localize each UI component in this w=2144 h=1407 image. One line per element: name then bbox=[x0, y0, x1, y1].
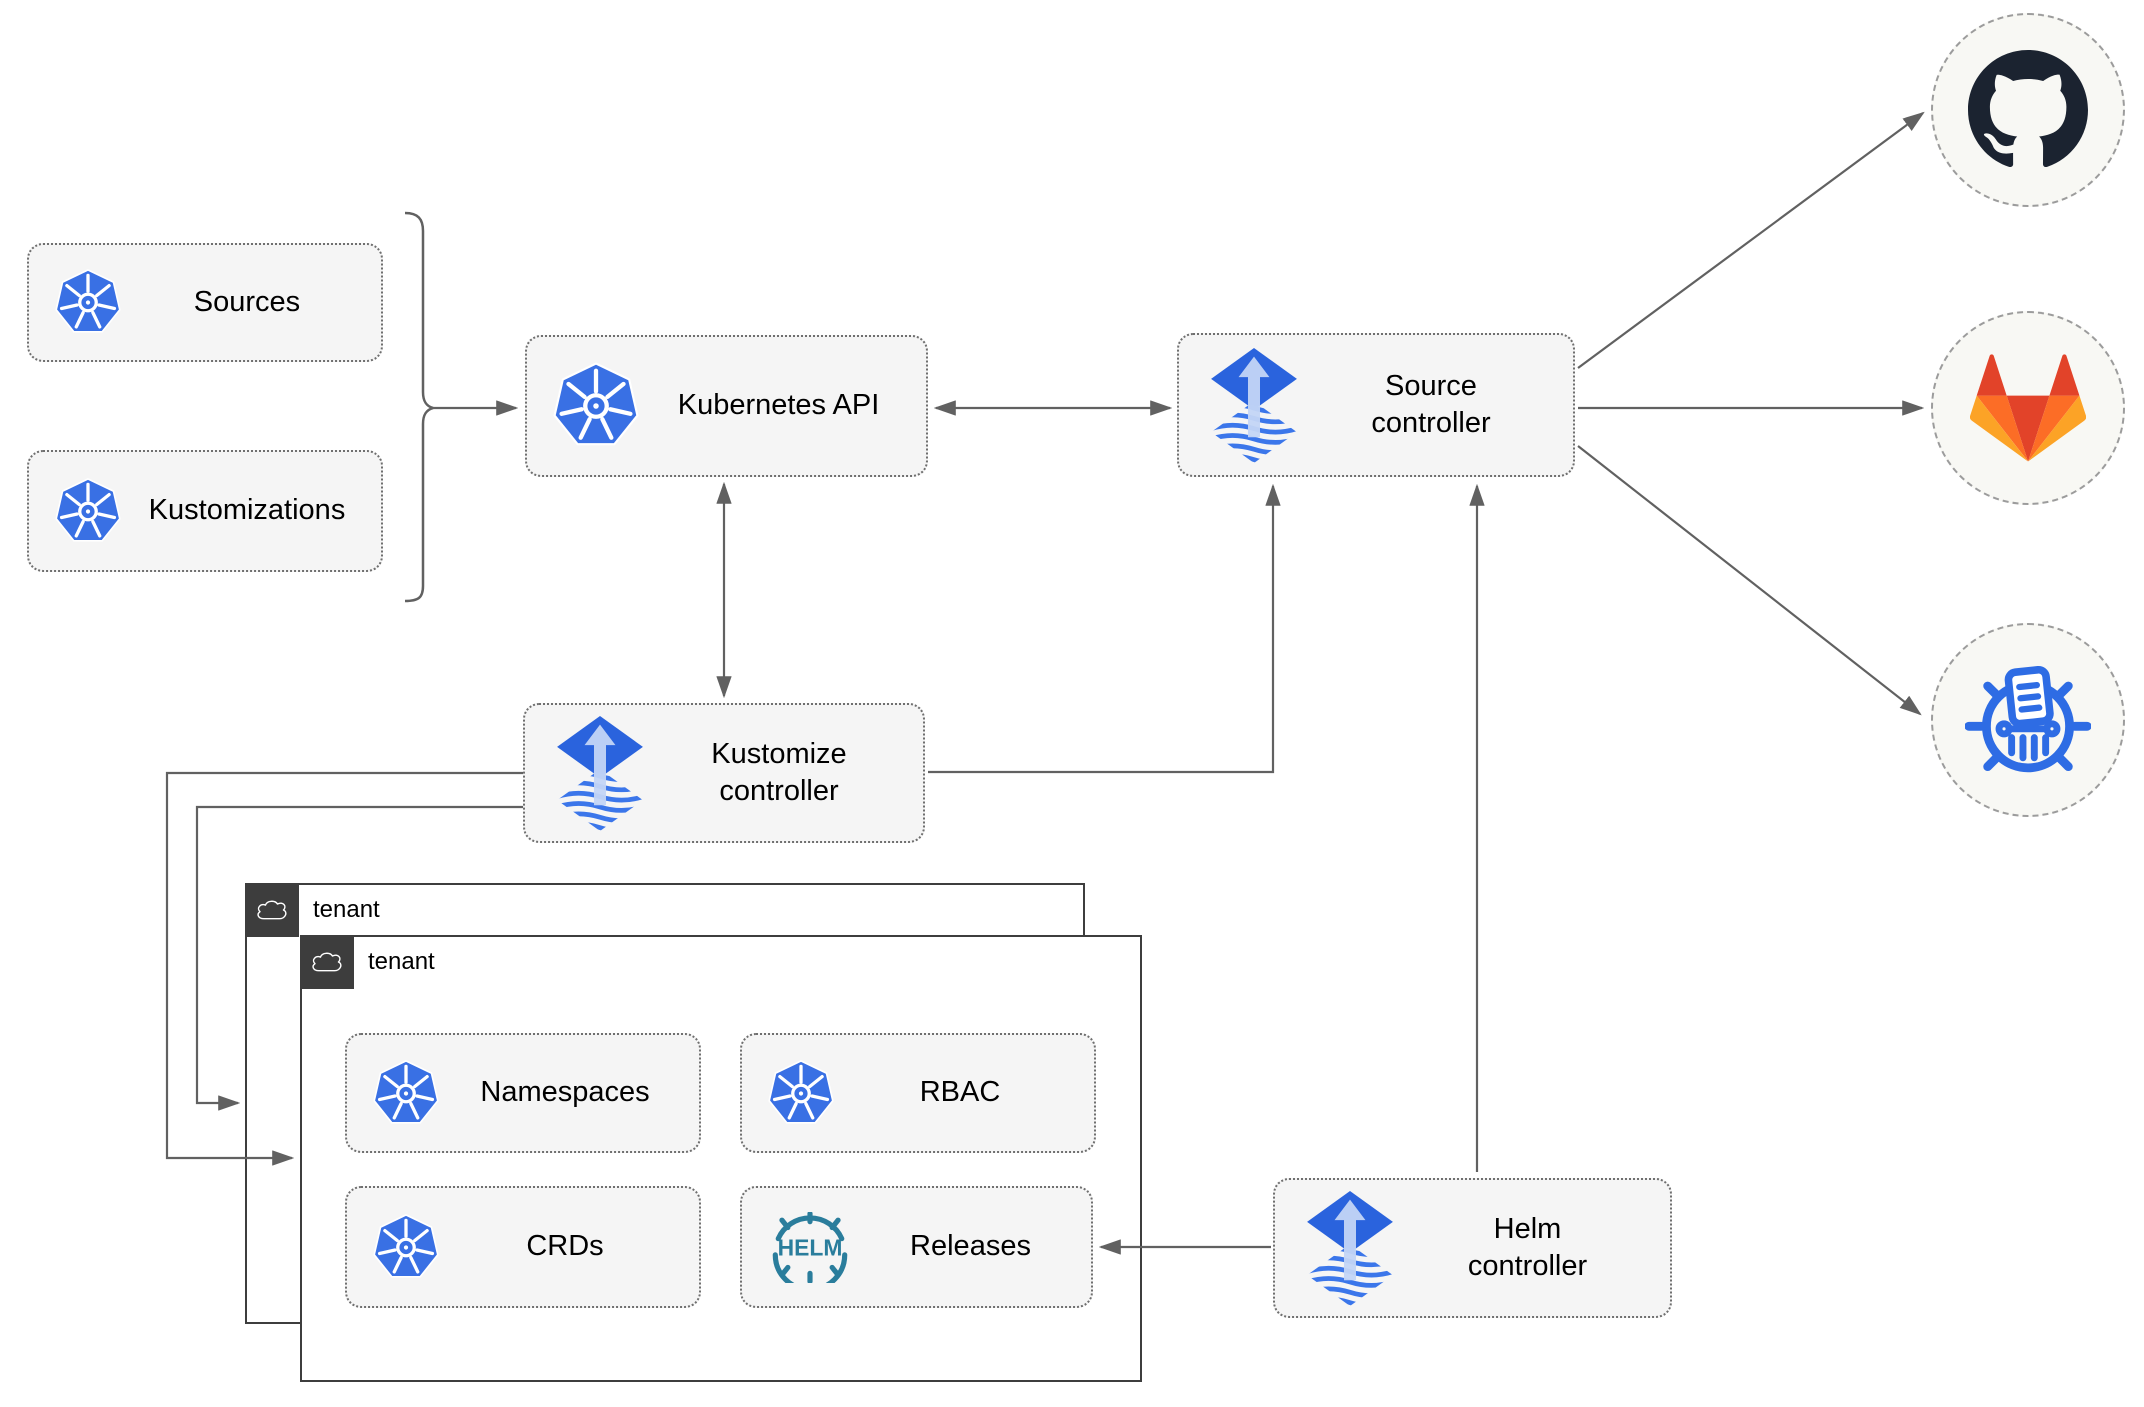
external-gitlab bbox=[1931, 311, 2125, 505]
kubernetes-icon bbox=[55, 477, 121, 546]
node-label: CRDs bbox=[526, 1230, 604, 1263]
edge-source-github bbox=[1577, 111, 1925, 369]
node-label: Source controller bbox=[1371, 369, 1491, 439]
edge-kustomize-source bbox=[928, 483, 1281, 774]
external-github bbox=[1931, 13, 2125, 207]
chartmuseum-icon bbox=[1965, 657, 2091, 783]
tenant-label: tenant bbox=[368, 948, 435, 975]
node-label: Sources bbox=[193, 285, 301, 318]
kubernetes-icon bbox=[373, 1213, 439, 1282]
node-source-controller: Source controller bbox=[1177, 333, 1575, 477]
flux-icon bbox=[1307, 1191, 1393, 1306]
edge-source-helmrepo bbox=[1577, 445, 1922, 716]
kubernetes-icon bbox=[55, 268, 121, 337]
node-label: Helm controller bbox=[1467, 1212, 1588, 1282]
node-rbac: RBAC bbox=[740, 1033, 1096, 1153]
gitlab-icon bbox=[1970, 354, 2086, 462]
node-label: Kustomizations bbox=[148, 494, 346, 527]
tenant-header bbox=[300, 935, 354, 989]
node-namespaces: Namespaces bbox=[345, 1033, 701, 1153]
tenant-label: tenant bbox=[313, 896, 380, 923]
node-label: Kubernetes API bbox=[677, 389, 880, 422]
flux-icon bbox=[557, 716, 643, 831]
node-kubernetes-api: Kubernetes API bbox=[525, 335, 928, 477]
edge-kustomize-tenant-front bbox=[165, 771, 523, 1166]
helm-icon bbox=[762, 1212, 858, 1283]
node-label: Namespaces bbox=[480, 1076, 650, 1109]
node-label: RBAC bbox=[919, 1076, 1001, 1109]
node-helm-controller: Helm controller bbox=[1273, 1178, 1672, 1318]
tenant-header bbox=[245, 883, 299, 937]
external-helm-repository bbox=[1931, 623, 2125, 817]
github-icon bbox=[1968, 50, 2088, 170]
node-releases: Releases bbox=[740, 1186, 1093, 1308]
node-label: Releases bbox=[910, 1230, 1031, 1263]
flux-icon bbox=[1211, 348, 1297, 463]
node-crds: CRDs bbox=[345, 1186, 701, 1308]
node-label: Kustomize controller bbox=[711, 737, 847, 807]
edge-kustomize-tenant-back bbox=[195, 805, 523, 1111]
node-sources: Sources bbox=[27, 243, 383, 362]
kubernetes-icon bbox=[768, 1059, 834, 1128]
node-kustomize-controller: Kustomize controller bbox=[523, 703, 925, 843]
kubernetes-icon bbox=[373, 1059, 439, 1128]
kubernetes-icon bbox=[553, 361, 639, 451]
node-kustomizations: Kustomizations bbox=[27, 450, 383, 572]
edge-brace bbox=[404, 211, 438, 603]
